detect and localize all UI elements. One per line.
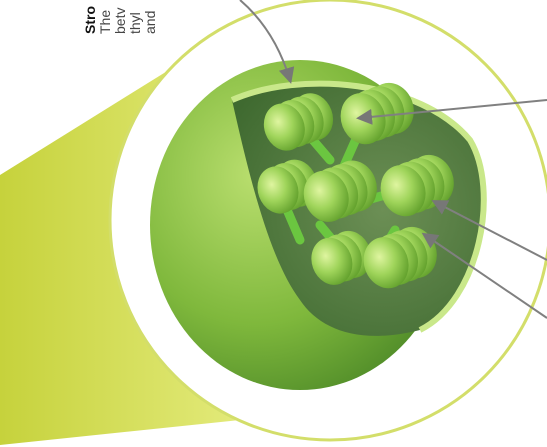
label-line: The	[98, 6, 113, 34]
label-line: and	[143, 6, 158, 34]
label-line: betv	[113, 6, 128, 34]
label-title: Stro	[83, 6, 98, 34]
stroma-label: Stro The betv thyl and	[83, 6, 158, 34]
label-line: thyl	[128, 6, 143, 34]
